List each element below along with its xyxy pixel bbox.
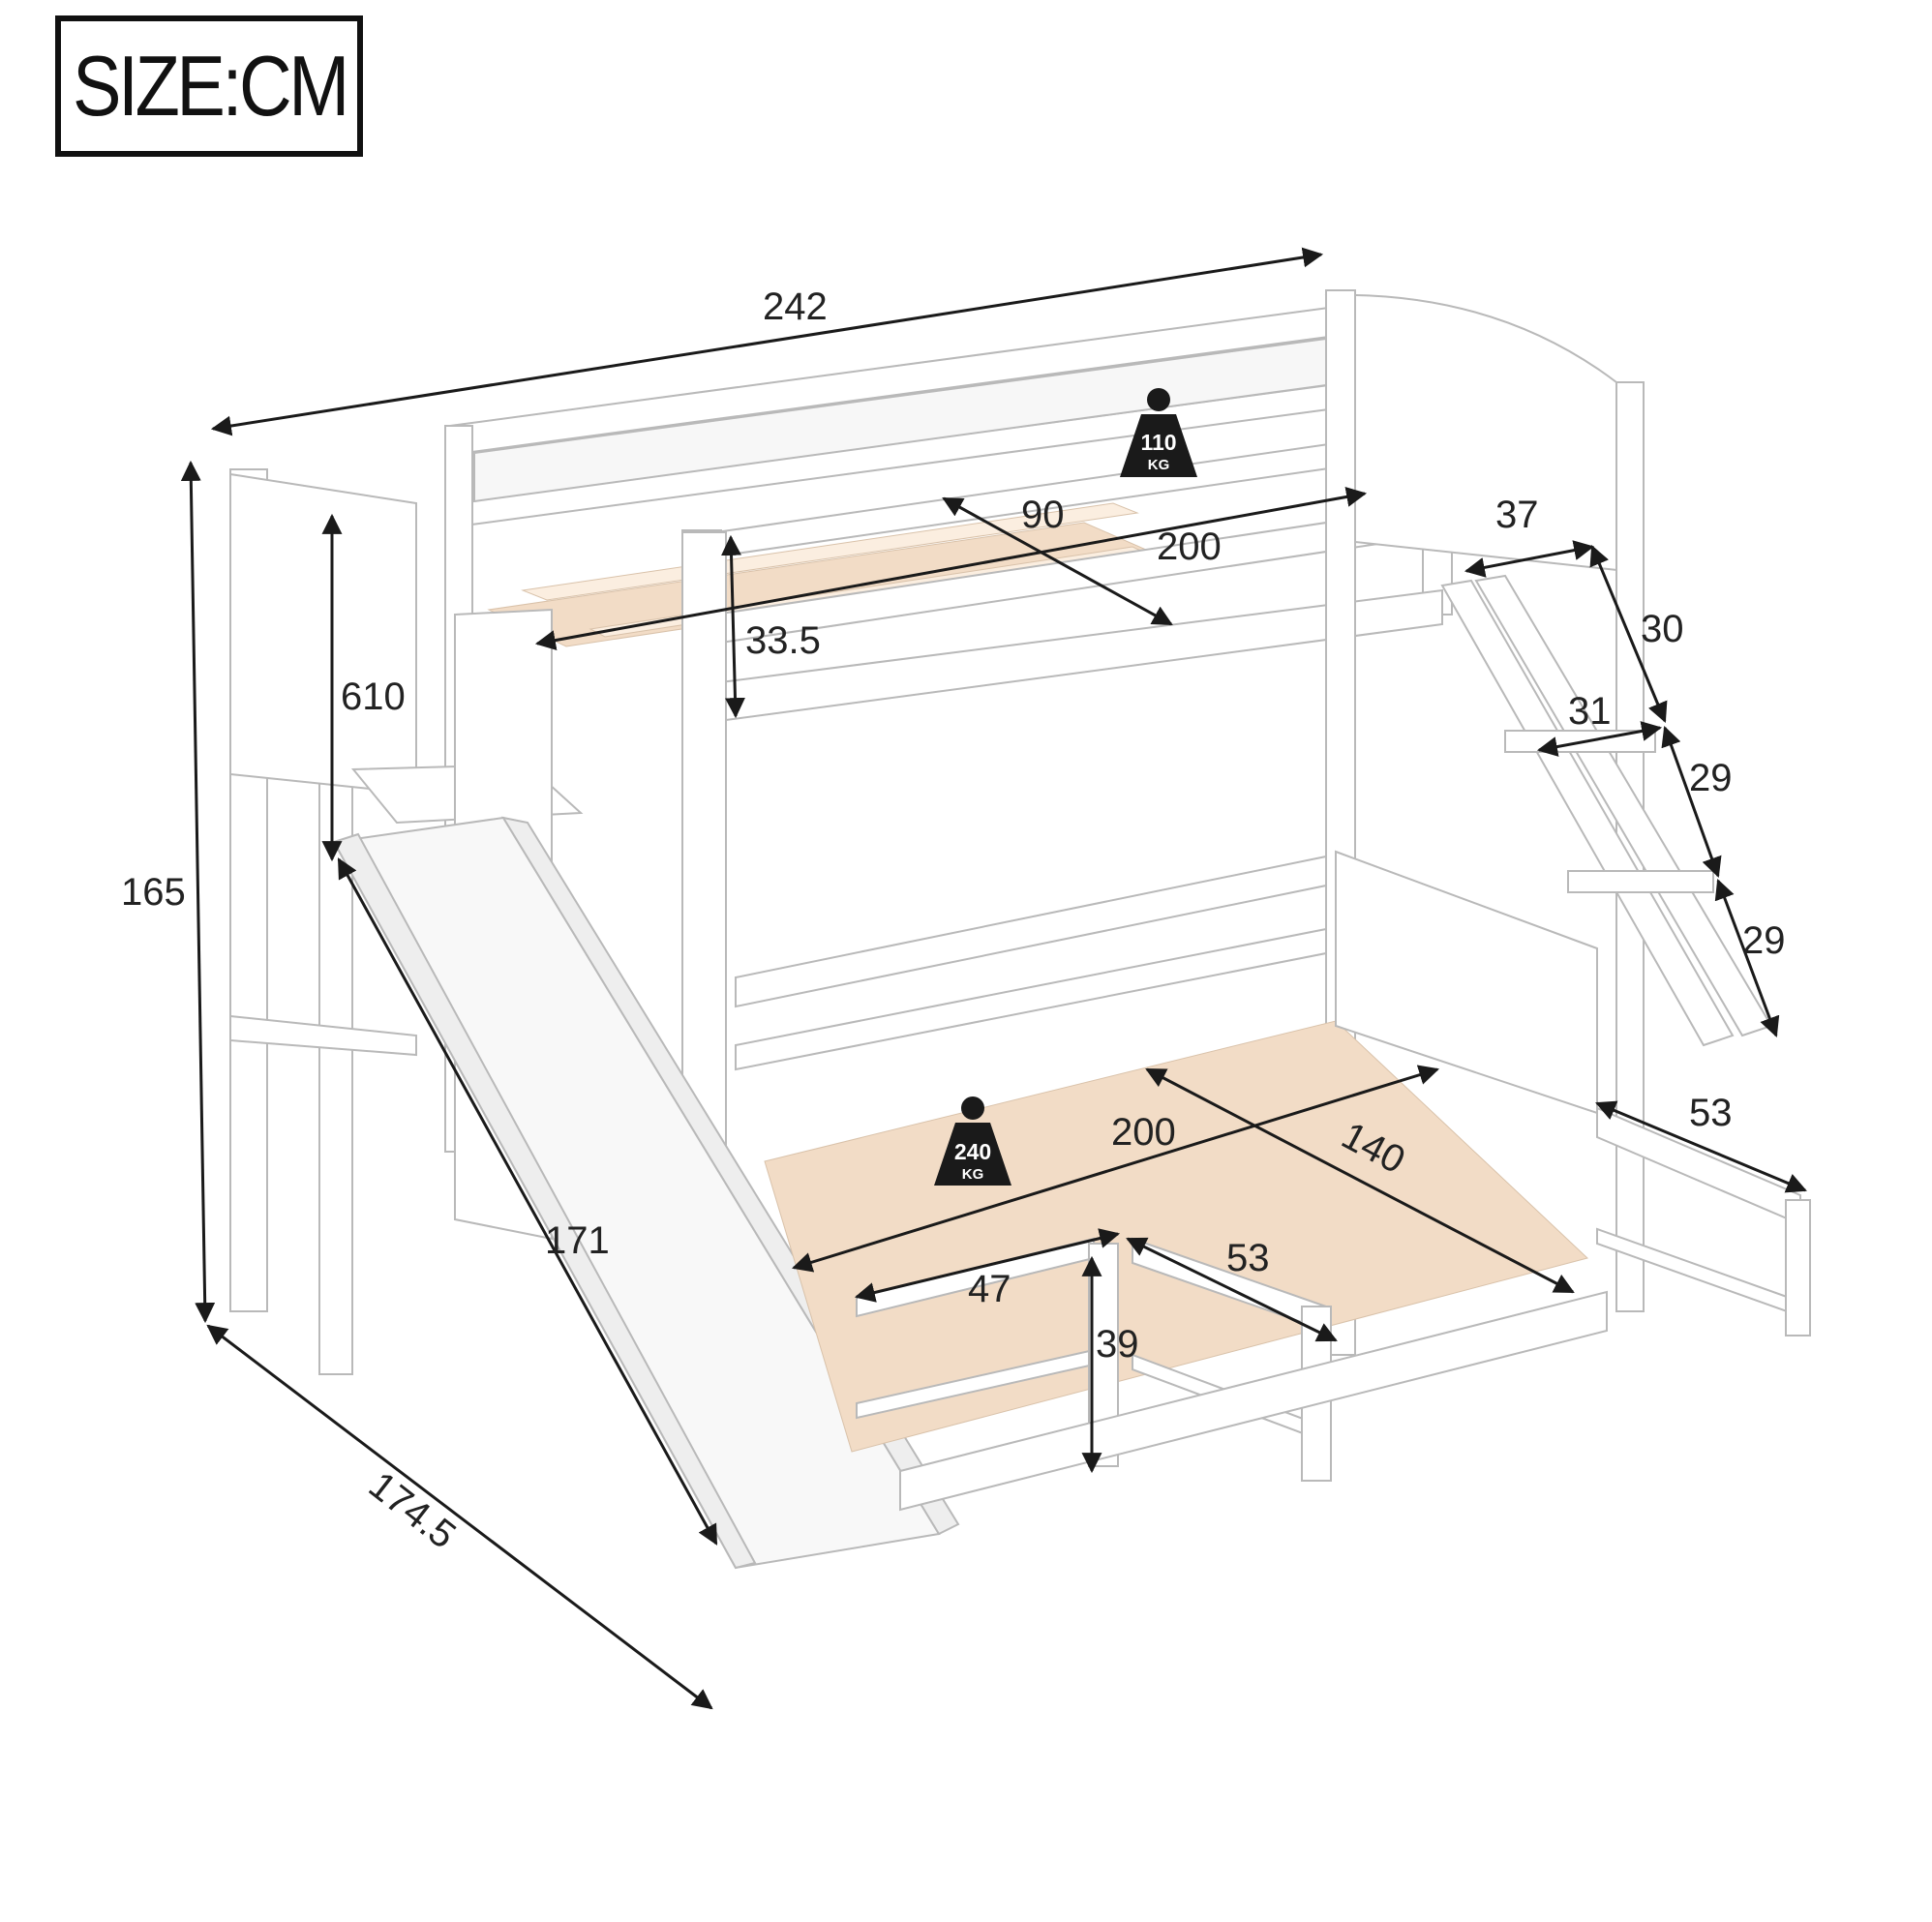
weight-icon: 240 KG	[934, 1096, 1011, 1186]
label-slide-length: 171	[545, 1219, 610, 1262]
bottom-load-value: 240	[954, 1139, 991, 1164]
bottom-back-rail	[735, 855, 1327, 1071]
arrow-bottom-gate-width	[1126, 1237, 1338, 1342]
label-ladder-rail: 30	[1641, 608, 1684, 650]
arrow-bottom-rail-segment	[854, 1228, 1121, 1303]
arrow-ladder-gap	[1464, 540, 1595, 578]
bed-illustration	[229, 289, 1811, 1570]
weight-icon: 110 KG	[1120, 388, 1197, 477]
label-overall-length: 242	[763, 285, 828, 328]
label-overall-height: 165	[121, 871, 186, 914]
label-ladder-spacing-1: 29	[1689, 757, 1733, 799]
label-top-bunk-width: 90	[1021, 494, 1065, 536]
label-side-gate-width: 53	[1689, 1092, 1733, 1134]
label-ladder-gap: 37	[1495, 494, 1539, 536]
arrow-bottom-bunk-width	[1145, 1067, 1575, 1294]
bottom-load-unit: KG	[962, 1166, 984, 1183]
arrow-ladder-spacing-2	[1714, 879, 1780, 1037]
tower-panel	[229, 472, 417, 796]
unit-label-box: SIZE:CM	[55, 15, 363, 157]
arrow-ladder-step	[1536, 721, 1663, 757]
label-ladder-step: 31	[1568, 690, 1612, 733]
label-ladder-spacing-2: 29	[1742, 919, 1786, 962]
arrow-ladder-spacing-1	[1661, 726, 1722, 878]
arrow-ladder-rail	[1589, 545, 1668, 723]
dimension-labels: 242 165 174.5 90 200 33.5 37 30 31 29 29…	[121, 285, 1786, 1557]
label-top-guardrail-height: 33.5	[745, 619, 821, 662]
label-bottom-bunk-length: 200	[1111, 1111, 1176, 1154]
arrow-slide-length	[337, 857, 718, 1546]
arrow-top-guardrail-height	[721, 534, 745, 719]
bottom-front-beam	[899, 1290, 1608, 1512]
top-load-unit: KG	[1148, 457, 1170, 473]
label-overall-width: 174.5	[361, 1464, 464, 1557]
label-platform-height: 610	[341, 676, 406, 718]
arrow-overall-height	[180, 460, 216, 1324]
unit-label: SIZE:CM	[72, 38, 349, 134]
label-bottom-rail-height: 39	[1096, 1323, 1139, 1366]
label-bottom-rail-segment: 47	[968, 1268, 1011, 1310]
dimension-arrows	[180, 247, 1807, 1710]
arrow-side-gate-width	[1595, 1100, 1807, 1193]
label-top-bunk-length: 200	[1157, 526, 1222, 568]
top-back-rail	[449, 303, 1351, 529]
top-headboard	[1324, 293, 1628, 573]
arrow-overall-length	[210, 247, 1324, 436]
top-load-value: 110	[1140, 430, 1176, 455]
arrow-top-bunk-length	[534, 487, 1368, 650]
label-bottom-gate-width: 53	[1226, 1237, 1270, 1279]
